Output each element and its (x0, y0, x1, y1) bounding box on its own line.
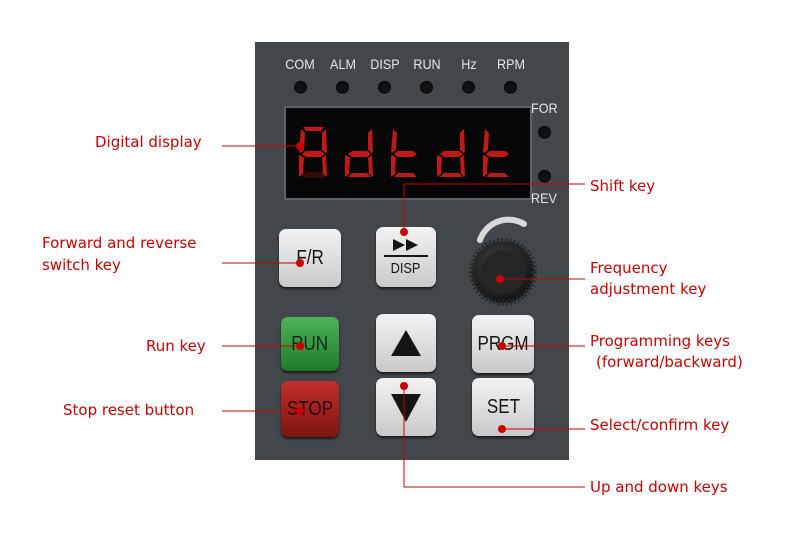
indicator-label-com: COM (285, 56, 315, 72)
shift-disp-key[interactable]: DISP (376, 227, 436, 287)
dot-frequency (496, 275, 504, 283)
indicator-led-disp (378, 81, 391, 94)
dot-run-key (296, 342, 304, 350)
dot-stop-reset (296, 407, 304, 415)
rev-label: REV (531, 190, 557, 206)
dot-digital-display (296, 142, 304, 150)
indicator-led-run (420, 81, 433, 94)
forward-reverse-key[interactable]: F/R (279, 229, 341, 287)
digit-3 (391, 129, 417, 177)
label-forward-reverse-line1: Forward and reverse (42, 234, 197, 252)
digit-1 (299, 127, 327, 178)
dot-shift-key (400, 228, 408, 236)
dot-forward-reverse (296, 259, 304, 267)
leader-shift-key (403, 183, 585, 232)
indicator-label-rpm: RPM (496, 56, 526, 72)
dot-programming (498, 342, 506, 350)
down-arrow-icon (391, 394, 421, 422)
label-frequency-line2: adjustment key (590, 280, 707, 298)
label-up-down: Up and down keys (590, 478, 728, 496)
rev-led (538, 170, 551, 183)
label-forward-reverse-line2: switch key (42, 256, 121, 274)
up-key[interactable] (376, 314, 436, 372)
label-stop-reset: Stop reset button (63, 401, 195, 419)
indicator-label-hz: Hz (461, 56, 477, 72)
dot-select-confirm (498, 425, 506, 433)
digit-2 (345, 129, 373, 177)
label-select-confirm: Select/confirm key (590, 416, 730, 434)
for-label: FOR (531, 100, 558, 116)
up-arrow-icon (391, 330, 421, 356)
run-key[interactable]: RUN (281, 317, 339, 371)
stop-reset-key[interactable]: STOP (281, 381, 339, 437)
disp-key-divider (384, 254, 428, 257)
label-programming-line2: (forward/backward) (596, 353, 743, 371)
fast-forward-icon (393, 238, 418, 251)
frequency-knob[interactable] (462, 212, 547, 312)
indicator-label-alm: ALM (330, 56, 356, 72)
label-frequency-line1: Frequency (590, 259, 668, 277)
indicator-label-run: RUN (413, 56, 441, 72)
label-programming-line1: Programming keys (590, 332, 730, 350)
digit-4 (437, 129, 465, 177)
digit-5 (483, 129, 509, 177)
indicator-led-hz (462, 81, 475, 94)
dot-up-down (400, 382, 408, 390)
leader-up-down (403, 386, 585, 488)
indicator-led-com (294, 81, 307, 94)
indicator-label-disp: DISP (370, 56, 400, 72)
label-run-key: Run key (146, 337, 206, 355)
label-digital-display: Digital display (95, 133, 202, 151)
indicator-led-rpm (504, 81, 517, 94)
indicator-led-alm (336, 81, 349, 94)
label-shift-key: Shift key (590, 177, 656, 195)
for-led (538, 126, 551, 139)
